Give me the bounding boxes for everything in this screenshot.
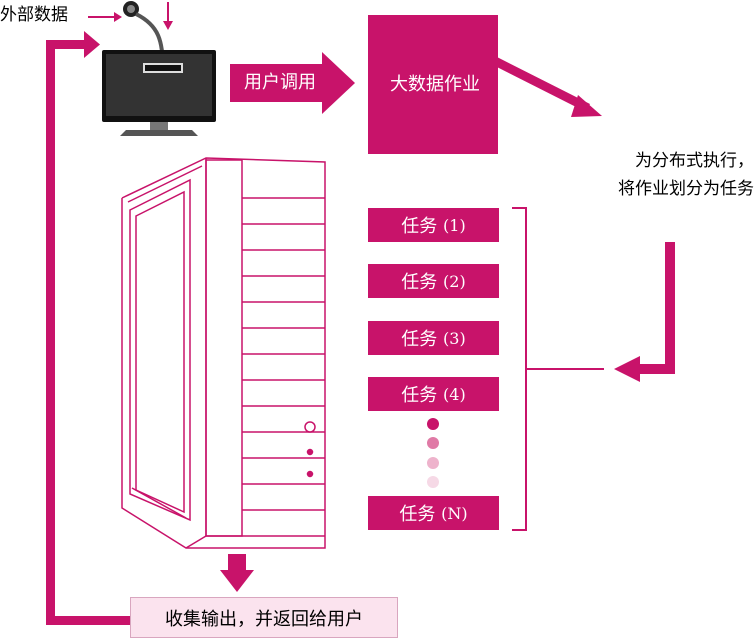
task-index: (N) [441, 503, 468, 523]
ellipsis-dots [427, 418, 439, 488]
small-down-arrow [163, 2, 173, 30]
user-call-label: 用户调用 [244, 72, 316, 93]
task-box-3: 任务 (3) [368, 321, 499, 355]
task-bracket [512, 207, 604, 531]
task-name: 任务 [401, 272, 438, 293]
return-loop-arrow [46, 31, 132, 625]
big-data-job-box: 大数据作业 [368, 15, 498, 154]
task-index: (1) [443, 215, 466, 235]
big-data-job-label: 大数据作业 [390, 74, 480, 95]
split-note-line-1: 为分布式执行， [635, 151, 754, 171]
server-tower-icon [121, 157, 326, 549]
task-name: 任务 [399, 504, 436, 525]
collect-output-box: 收集输出，并返回给用户 [130, 597, 398, 638]
task-name: 任务 [401, 329, 438, 350]
dot-1 [427, 418, 439, 430]
split-arrow [491, 56, 602, 117]
task-index: (4) [443, 384, 466, 404]
dot-2 [427, 437, 439, 449]
split-note-line-2: 将作业划分为任务 [618, 179, 754, 199]
task-box-1: 任务 (1) [368, 208, 499, 242]
task-index: (2) [443, 271, 466, 291]
dot-4 [427, 476, 439, 488]
task-index: (3) [443, 328, 466, 348]
user-call-arrow [230, 52, 355, 114]
task-box-4: 任务 (4) [368, 377, 499, 411]
task-box-2: 任务 (2) [368, 264, 499, 298]
task-name: 任务 [401, 385, 438, 406]
dot-3 [427, 457, 439, 469]
split-return-arrow [614, 242, 675, 382]
task-box-n: 任务 (N) [368, 496, 499, 530]
collect-output-label: 收集输出，并返回给用户 [165, 608, 363, 630]
task-name: 任务 [401, 216, 438, 237]
collect-down-arrow [220, 554, 254, 592]
external-data-label: 外部数据 [0, 5, 68, 25]
external-data-arrow [88, 12, 122, 22]
monitor-icon [102, 50, 216, 136]
